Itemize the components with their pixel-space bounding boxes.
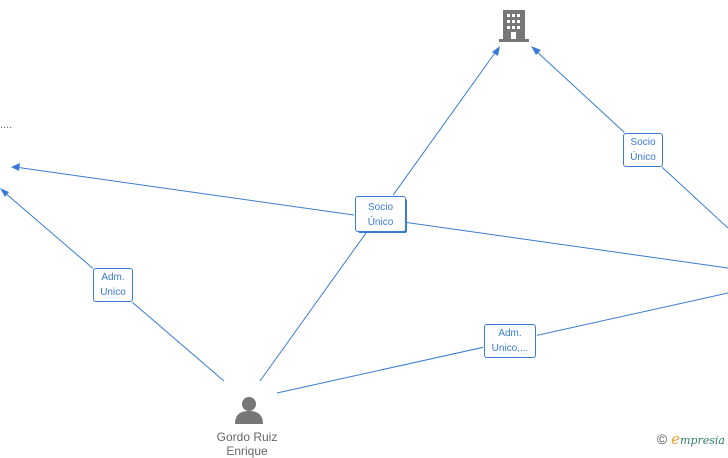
edge-label-line1: Socio [630,137,656,148]
edge-label-line1: Socio [367,202,393,213]
edge-label-socio-unico-right[interactable]: Socio Único [623,133,663,167]
copyright-symbol: © [656,431,668,447]
arrow-head [531,46,541,55]
arrow-head [492,46,500,56]
person-name[interactable]: Gordo Ruiz Enrique [207,430,287,458]
person-name-line1: Gordo Ruiz [216,430,278,444]
person-name-line2: Enrique [226,444,268,458]
left-node-label[interactable]: .... [0,119,13,131]
arrow-head [0,188,9,197]
building-icon[interactable] [499,10,529,42]
empresia-watermark: © empresia [657,430,725,448]
empresia-logo: empresia [671,430,725,448]
edge-label-line2: Único [367,217,394,228]
person-icon[interactable] [235,397,263,424]
edge-label-adm-unico-right[interactable]: Adm. Unico,... [484,324,536,358]
arrow-head [11,163,20,171]
edge-label-adm-unico-left[interactable]: Adm. Unico [93,268,133,302]
edge-label-line2: Unico [100,287,126,298]
edge-label-line1: Adm. [498,328,522,339]
edge-label-line1: Adm. [101,272,125,283]
edge-label-line2: Único [630,152,656,163]
edge-label-socio-unico-center[interactable]: Socio Único [355,196,406,232]
edge-label-line2: Unico,... [491,343,529,354]
